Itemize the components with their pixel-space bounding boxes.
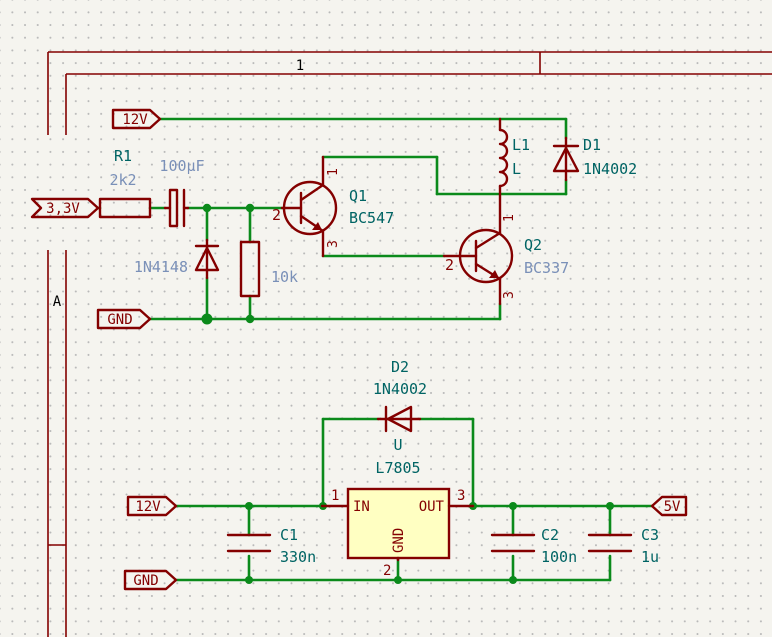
- l1-reference: L1: [512, 136, 530, 154]
- c-100uf-value: 100µF: [159, 157, 204, 175]
- resistor-10k[interactable]: 10k: [239, 240, 298, 298]
- u-reference: U: [393, 436, 402, 454]
- d2-value: 1N4002: [373, 380, 427, 398]
- q1-value: BC547: [349, 209, 394, 227]
- net-label-gnd-bottom-text: GND: [133, 573, 158, 589]
- q1-pin-c: 1: [326, 168, 341, 176]
- q2-pin-c: 1: [502, 214, 517, 222]
- u-pin-gnd-label: GND: [391, 528, 407, 553]
- q1-pin-e: 3: [326, 240, 341, 248]
- capacitor-100uf[interactable]: 100µF: [159, 157, 205, 228]
- net-label-12v-bottom-text: 12V: [135, 499, 161, 515]
- c2-reference: C2: [541, 526, 559, 544]
- net-label-5v-text: 5V: [664, 499, 681, 515]
- q2-reference: Q2: [524, 236, 542, 254]
- u-pin-out-number: 3: [457, 488, 465, 504]
- r-10k-value: 10k: [271, 268, 298, 286]
- u-pin-out-label: OUT: [419, 499, 445, 515]
- q2-value: BC337: [524, 259, 569, 277]
- d1-reference: D1: [583, 136, 601, 154]
- net-label-12v-bottom[interactable]: 12V: [126, 495, 178, 517]
- regulator-u-l7805[interactable]: U L7805 IN OUT GND 1 3 2: [320, 436, 475, 579]
- u-pin-in-label: IN: [353, 499, 370, 515]
- capacitor-c3[interactable]: C3 1u: [587, 526, 659, 566]
- d2-reference: D2: [391, 358, 409, 376]
- frame-row-label: A: [53, 294, 62, 310]
- frame-column-label: 1: [296, 58, 304, 74]
- r1-reference: R1: [114, 147, 132, 165]
- net-label-12v-top[interactable]: 12V: [111, 108, 162, 130]
- transistor-q2[interactable]: 1 2 3 Q2 BC337: [442, 192, 569, 306]
- capacitor-c1[interactable]: C1 330n: [226, 526, 316, 566]
- c1-value: 330n: [280, 548, 316, 566]
- bottom-circuit-wires: [174, 417, 654, 584]
- u-pin-in-number: 1: [331, 488, 339, 504]
- net-label-gnd-top[interactable]: GND: [96, 308, 152, 330]
- q2-pin-e: 3: [502, 291, 517, 299]
- l1-value: L: [512, 160, 521, 178]
- c2-value: 100n: [541, 548, 577, 566]
- net-label-3v3-text: 3,3V: [46, 201, 80, 217]
- q1-reference: Q1: [349, 187, 367, 205]
- net-label-gnd-bottom[interactable]: GND: [123, 569, 178, 591]
- c1-reference: C1: [280, 526, 298, 544]
- sheet-frame: 1 A: [47, 51, 772, 637]
- diode-d2[interactable]: D2 1N4002: [373, 358, 427, 433]
- d1-value: 1N4002: [583, 160, 637, 178]
- transistor-q1[interactable]: 1 2 3 Q1 BC547: [272, 155, 394, 258]
- net-label-gnd-top-text: GND: [107, 312, 132, 328]
- diode-d1[interactable]: D1 1N4002: [552, 136, 637, 182]
- q1-pin-b: 2: [272, 206, 281, 224]
- net-label-3v3[interactable]: 3,3V: [30, 197, 100, 219]
- r1-value: 2k2: [109, 171, 136, 189]
- d-1n4148-value: 1N4148: [134, 258, 188, 276]
- capacitor-c2[interactable]: C2 100n: [490, 526, 577, 566]
- inductor-l1[interactable]: L1 L: [498, 117, 530, 196]
- net-label-5v[interactable]: 5V: [650, 495, 688, 517]
- resistor-r1[interactable]: R1 2k2: [98, 147, 152, 219]
- u-pin-gnd-number: 2: [383, 563, 391, 579]
- u-value: L7805: [375, 459, 420, 477]
- net-label-12v-top-text: 12V: [122, 112, 148, 128]
- diode-1n4148[interactable]: 1N4148: [134, 238, 220, 280]
- top-circuit-wires: [96, 117, 568, 325]
- q2-pin-b: 2: [445, 256, 454, 274]
- c3-reference: C3: [641, 526, 659, 544]
- c3-value: 1u: [641, 548, 659, 566]
